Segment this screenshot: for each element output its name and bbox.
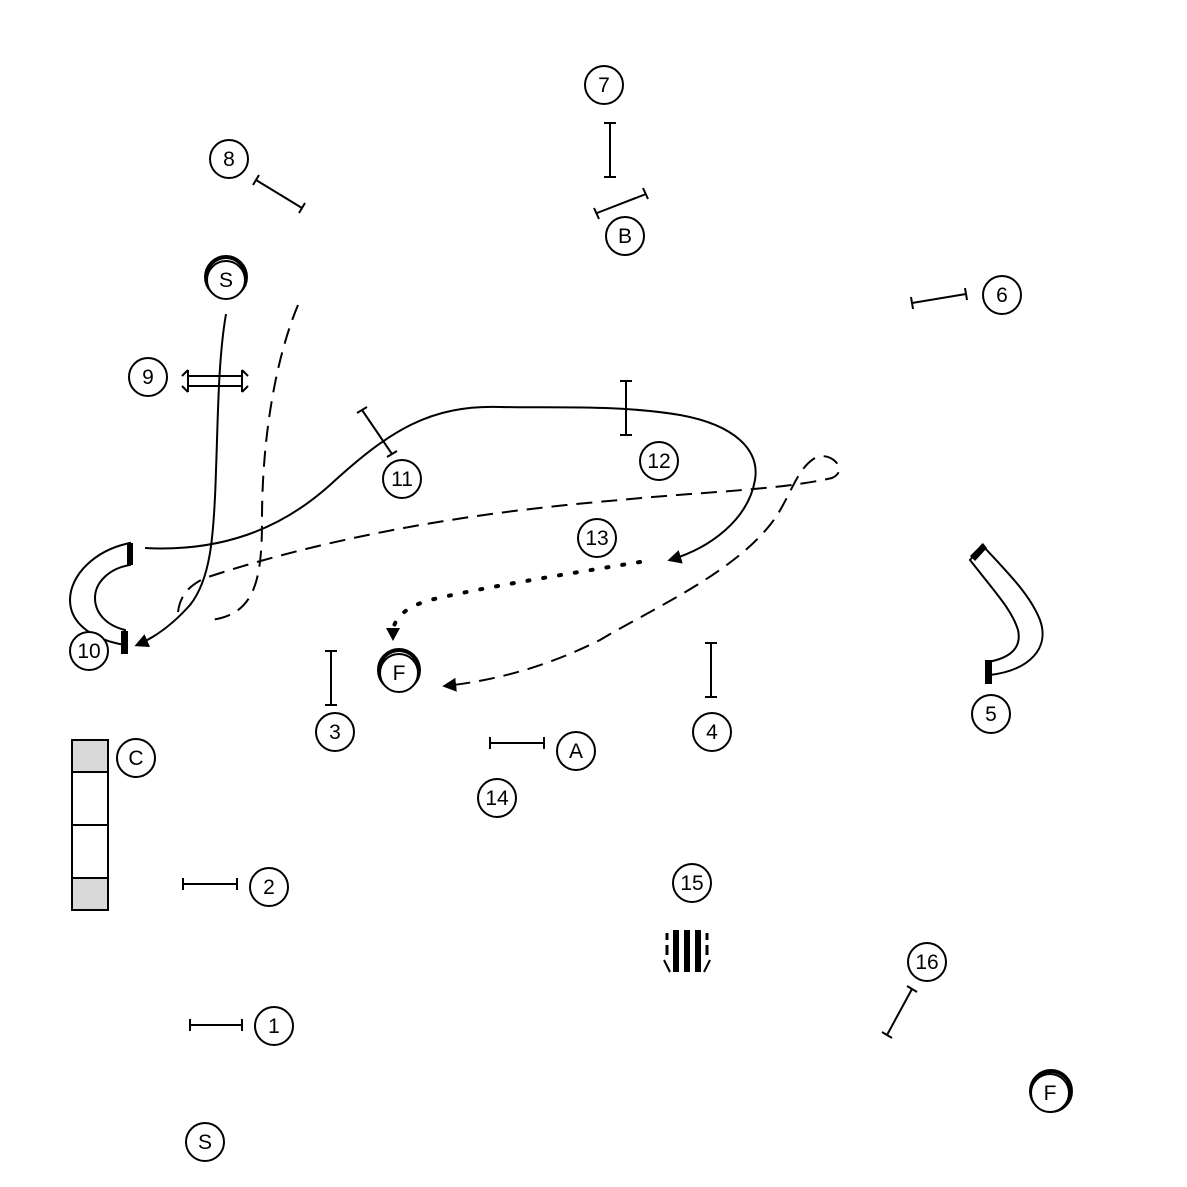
marker-5: 5 bbox=[971, 694, 1011, 734]
svg-text:F: F bbox=[1044, 1082, 1057, 1105]
dotted-arrow-head bbox=[386, 628, 400, 641]
marker-11: 11 bbox=[382, 459, 422, 499]
svg-text:S: S bbox=[198, 1131, 212, 1154]
svg-text:S: S bbox=[219, 269, 233, 292]
jump-8-bar bbox=[252, 174, 306, 214]
jump-4-bar bbox=[705, 642, 717, 698]
svg-text:3: 3 bbox=[329, 721, 341, 744]
marker-14: 14 bbox=[477, 778, 517, 818]
tunnel-10 bbox=[68, 541, 133, 654]
svg-text:12: 12 bbox=[647, 450, 670, 473]
marker-b: B bbox=[605, 216, 645, 256]
handler-path-dashed-a bbox=[209, 304, 299, 621]
marker-13: 13 bbox=[577, 518, 617, 558]
marker-6: 6 bbox=[982, 275, 1022, 315]
handler-path-solid-start bbox=[134, 313, 227, 648]
svg-text:14: 14 bbox=[485, 787, 509, 810]
handler-path-solid bbox=[144, 405, 757, 564]
handler-path-dotted bbox=[391, 560, 642, 632]
marker-c: C bbox=[116, 738, 156, 778]
table-c bbox=[71, 739, 109, 911]
jump-2-bar bbox=[182, 878, 238, 890]
svg-text:11: 11 bbox=[391, 468, 413, 491]
weave-poles-15 bbox=[663, 930, 711, 973]
jump-12-bar bbox=[620, 380, 632, 436]
spread-jump-9 bbox=[181, 369, 249, 393]
start-marker-main: S bbox=[204, 255, 248, 300]
jump-6-bar bbox=[910, 287, 968, 310]
svg-text:1: 1 bbox=[268, 1015, 280, 1038]
marker-8: 8 bbox=[209, 139, 249, 179]
finish-marker-main: F bbox=[377, 648, 421, 693]
svg-text:B: B bbox=[618, 225, 632, 248]
svg-text:15: 15 bbox=[680, 872, 703, 895]
svg-text:5: 5 bbox=[985, 703, 997, 726]
marker-7: 7 bbox=[584, 65, 624, 105]
marker-3: 3 bbox=[315, 712, 355, 752]
jump-a-bar bbox=[489, 737, 545, 749]
svg-text:7: 7 bbox=[598, 74, 610, 97]
jump-3-bar bbox=[325, 650, 337, 706]
svg-text:10: 10 bbox=[77, 640, 100, 663]
marker-1: 1 bbox=[254, 1006, 294, 1046]
jump-11-bar bbox=[356, 406, 398, 458]
marker-a: A bbox=[556, 731, 596, 771]
finish-marker-alt: F bbox=[1029, 1069, 1073, 1113]
svg-text:F: F bbox=[393, 662, 406, 685]
start-marker-alt: S bbox=[185, 1122, 225, 1162]
marker-2: 2 bbox=[249, 867, 289, 907]
tunnel-5 bbox=[968, 543, 1044, 684]
marker-16: 16 bbox=[907, 942, 947, 982]
svg-text:8: 8 bbox=[223, 148, 235, 171]
handler-path-dashed bbox=[177, 455, 840, 692]
svg-text:13: 13 bbox=[585, 527, 608, 550]
svg-text:16: 16 bbox=[915, 951, 938, 974]
jump-1-bar bbox=[189, 1019, 243, 1031]
jumps-layer bbox=[181, 122, 968, 1039]
svg-text:9: 9 bbox=[142, 366, 154, 389]
marker-10: 10 bbox=[69, 631, 109, 671]
jump-16-bar bbox=[881, 985, 918, 1039]
jump-7-bar bbox=[604, 122, 616, 178]
paths-layer bbox=[134, 304, 840, 692]
svg-text:A: A bbox=[569, 740, 583, 763]
marker-15: 15 bbox=[672, 863, 712, 903]
marker-4: 4 bbox=[692, 712, 732, 752]
svg-text:2: 2 bbox=[263, 876, 275, 899]
svg-text:4: 4 bbox=[706, 721, 718, 744]
marker-12: 12 bbox=[639, 441, 679, 481]
jump-b-bar bbox=[593, 187, 649, 220]
svg-text:C: C bbox=[128, 747, 143, 770]
svg-text:6: 6 bbox=[996, 284, 1008, 307]
marker-9: 9 bbox=[128, 357, 168, 397]
